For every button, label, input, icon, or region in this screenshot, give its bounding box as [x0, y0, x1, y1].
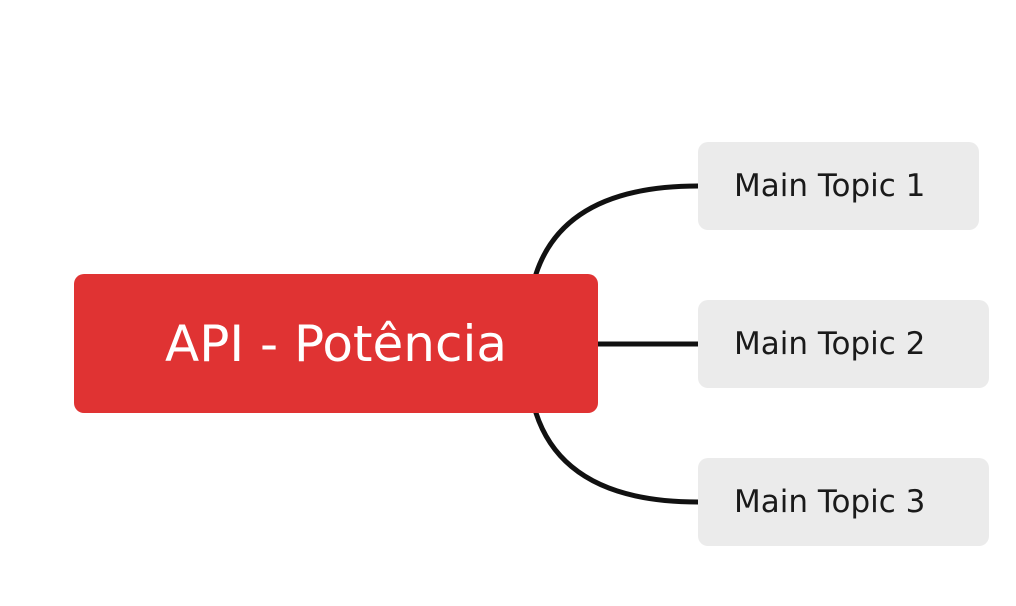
main-topic-2-label: Main Topic 2: [734, 326, 926, 362]
central-topic-label: API - Potência: [165, 314, 507, 373]
central-topic[interactable]: API - Potência: [74, 274, 598, 413]
main-topic-3-label: Main Topic 3: [734, 484, 926, 520]
connector-topic-3: [533, 410, 701, 505]
connector-topic-1: [533, 183, 701, 277]
main-topic-1[interactable]: Main Topic 1: [698, 142, 979, 230]
main-topic-2[interactable]: Main Topic 2: [698, 300, 989, 388]
main-topic-3[interactable]: Main Topic 3: [698, 458, 989, 546]
main-topic-1-label: Main Topic 1: [734, 168, 926, 204]
